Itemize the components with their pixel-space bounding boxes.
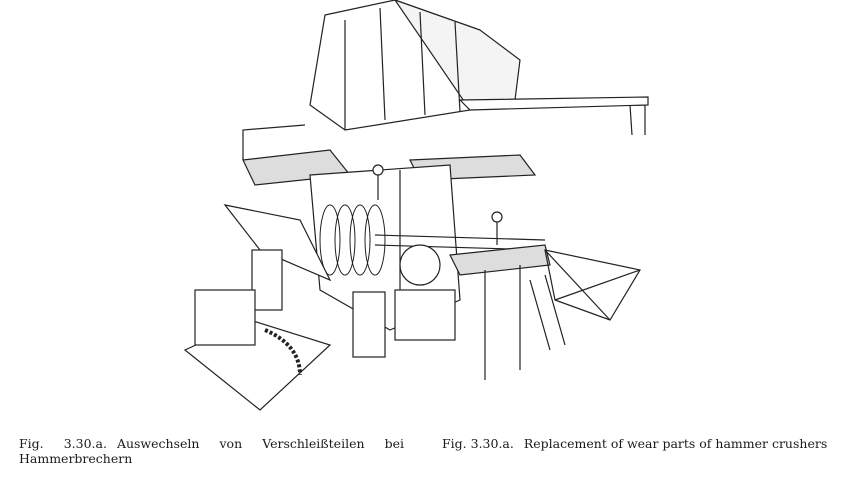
figure-number: Fig. 3.30.a. [442,436,514,451]
hammer-crusher-illustration [183,0,649,411]
figure-number: Fig. 3.30.a. [19,436,107,451]
caption-text: Replacement of wear parts of hammer crus… [523,436,828,451]
caption-text: Auswechseln von Verschleißteilen bei Ham… [19,436,404,466]
caption-english: Fig. 3.30.a. Replacement of wear parts of… [442,436,827,451]
caption-german: Fig. 3.30.a.Auswechseln von Verschleißte… [19,436,404,466]
